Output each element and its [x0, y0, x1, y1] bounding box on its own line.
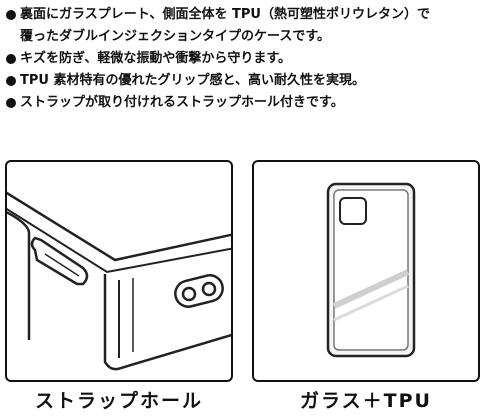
feature-list: 裏面にガラスプレート、側面全体を TPU（熱可塑性ポリウレタン）で 覆ったダブル…	[6, 4, 486, 114]
feature-item-strap-hole: ストラップが取り付けれるストラップホール付きです。	[6, 92, 486, 114]
case-edge-illustration	[7, 191, 231, 371]
glass-reflection	[333, 284, 409, 322]
case-back-illustration	[326, 182, 416, 358]
bullet-icon	[6, 10, 16, 20]
side-button-slot	[30, 236, 89, 286]
strap-hole-outline	[174, 274, 224, 308]
feature-text-line: 覆ったダブルインジェクションタイプのケースです。	[20, 29, 331, 44]
glass-reflection	[332, 269, 410, 309]
case-side-wall	[7, 211, 31, 340]
case-bottom-wall	[103, 274, 231, 371]
feature-text-line: キズを防ぎ、軽微な振動や衝撃から守ります。	[20, 51, 292, 66]
feature-item-protection: キズを防ぎ、軽微な振動や衝撃から守ります。	[6, 48, 486, 70]
camera-cutout	[339, 197, 367, 225]
case-outer-edge	[7, 191, 231, 262]
case-inner-edge	[7, 207, 231, 274]
feature-text-line: TPU 素材特有の優れたグリップ感と、高い耐久性を実現。	[20, 73, 365, 88]
feature-text-line: 裏面にガラスプレート、側面全体を TPU（熱可塑性ポリウレタン）で	[20, 7, 430, 22]
feature-item-structure: 裏面にガラスプレート、側面全体を TPU（熱可塑性ポリウレタン）で 覆ったダブル…	[6, 4, 486, 48]
glass-tpu-caption: ガラス＋TPU	[300, 390, 432, 412]
glass-tpu-illustration-panel	[252, 160, 480, 382]
side-button-slot-inner	[44, 253, 80, 277]
strap-hole-left	[181, 286, 197, 302]
bullet-icon	[6, 98, 16, 108]
bullet-icon	[6, 76, 16, 86]
strap-hole-right	[201, 281, 217, 297]
strap-hole-illustration-panel	[5, 160, 233, 382]
strap-hole-caption: ストラップホール	[34, 390, 203, 412]
feature-item-grip: TPU 素材特有の優れたグリップ感と、高い耐久性を実現。	[6, 70, 486, 92]
bullet-icon	[6, 54, 16, 64]
feature-text-line: ストラップが取り付けれるストラップホール付きです。	[20, 95, 344, 110]
